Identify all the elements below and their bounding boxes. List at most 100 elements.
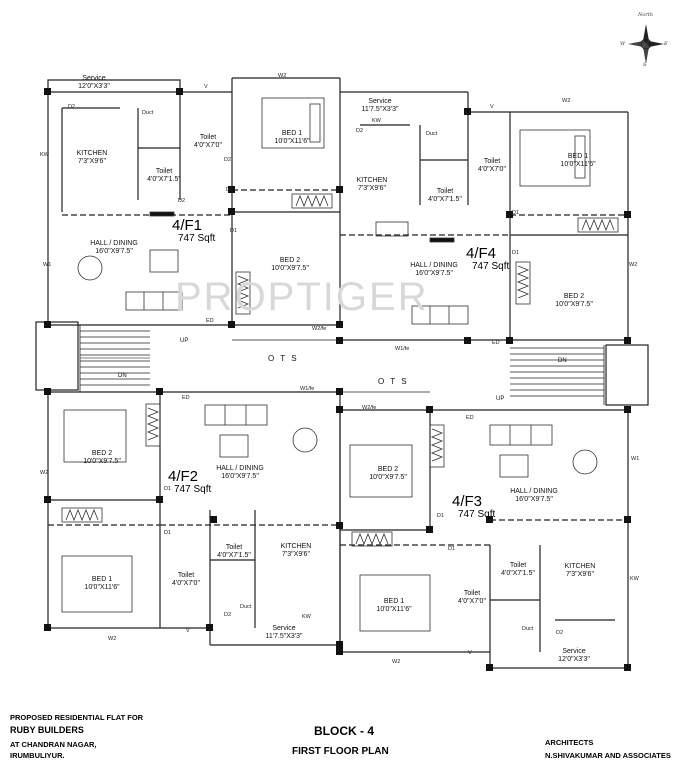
window-tag: KW xyxy=(372,118,381,124)
footer-address-1: AT CHANDRAN NAGAR, xyxy=(10,740,97,749)
duct-tag: Duct xyxy=(426,131,438,137)
duct-tag: Duct xyxy=(522,626,534,632)
door-tag: ED xyxy=(182,395,190,401)
stair-up-label: UP xyxy=(496,396,505,402)
flat-f4-label: 4/F4 747 Sqft xyxy=(466,246,509,272)
flat-area: 747 Sqft xyxy=(458,509,496,520)
flat-f1-label: 4/F1 747 Sqft xyxy=(172,218,215,244)
compass-east: E xyxy=(664,41,668,47)
flat-area: 747 Sqft xyxy=(174,484,212,495)
watermark: PROPTIGER xyxy=(175,275,429,319)
flat-area: 747 Sqft xyxy=(472,261,510,272)
flat-id: 4/F1 xyxy=(172,217,203,234)
footer-firm: N.SHIVAKUMAR AND ASSOCIATES xyxy=(545,751,671,760)
door-tag: ED xyxy=(206,318,214,324)
window-tag: W2/fe xyxy=(362,405,377,411)
window-tag: W2/fe xyxy=(312,326,327,332)
door-tag: D2 xyxy=(556,630,564,636)
duct-tag: Duct xyxy=(142,110,154,116)
footer-block-title: BLOCK - 4 xyxy=(314,724,374,738)
flat-id: 4/F4 xyxy=(466,245,497,262)
door-tag: D1 xyxy=(164,486,172,492)
footer-proposed: PROPOSED RESIDENTIAL FLAT FOR xyxy=(10,713,144,722)
stair-down-label: DN xyxy=(118,373,127,379)
vent-tag: V xyxy=(204,84,208,90)
compass-rose-icon xyxy=(628,24,664,64)
flat-f3-label: 4/F3 747 Sqft xyxy=(452,494,495,520)
flat-f2-label: 4/F2 747 Sqft xyxy=(168,469,211,495)
door-tag: ED xyxy=(466,415,474,421)
stair-up-label: UP xyxy=(180,338,189,344)
door-tag: ED xyxy=(492,340,500,346)
door-tag: D2 xyxy=(224,612,232,618)
footer-client: RUBY BUILDERS xyxy=(10,725,84,735)
window-tag: W1 xyxy=(43,262,52,268)
window-tag: W2 xyxy=(108,636,117,642)
window-tag: W1/fe xyxy=(300,386,315,392)
window-tag: W2 xyxy=(40,470,49,476)
ots-label: O T S xyxy=(378,377,409,386)
flat-id: 4/F3 xyxy=(452,493,483,510)
duct-tag: Duct xyxy=(240,604,252,610)
window-tag: W2 xyxy=(629,262,638,268)
door-tag: D2 xyxy=(68,104,76,110)
door-tag: D1 xyxy=(230,228,238,234)
stair-down-label: DN xyxy=(558,358,567,364)
compass-west: W xyxy=(620,41,626,47)
footer-address-2: IRUMBULIYUR. xyxy=(10,751,65,760)
compass-north: North xyxy=(638,12,654,18)
door-tag: D1 xyxy=(512,210,520,216)
window-tag: W2 xyxy=(392,659,401,665)
compass-south: S xyxy=(643,62,647,68)
flat-area: 747 Sqft xyxy=(178,233,216,244)
door-tag: D2 xyxy=(356,128,364,134)
ots-label: O T S xyxy=(268,354,299,363)
door-tag: D1 xyxy=(164,530,172,536)
door-tag: D1 xyxy=(448,546,456,552)
door-tag: D1 xyxy=(226,187,234,193)
footer-plan-title: FIRST FLOOR PLAN xyxy=(292,746,389,757)
vent-tag: V xyxy=(468,650,472,656)
window-tag: KW xyxy=(302,614,311,620)
flat-id: 4/F2 xyxy=(168,468,199,485)
vent-tag: V xyxy=(490,104,494,110)
door-tag: D1 xyxy=(512,250,520,256)
window-tag: KW xyxy=(40,152,49,158)
footer-architects: ARCHITECTS xyxy=(545,738,594,747)
door-tag: D1 xyxy=(437,513,445,519)
window-tag: W2 xyxy=(278,73,287,79)
door-tag: D2 xyxy=(178,198,186,204)
window-tag: KW xyxy=(630,576,639,582)
window-tag: W1/fe xyxy=(395,346,410,352)
window-tag: W1 xyxy=(631,456,640,462)
window-tag: W2 xyxy=(562,98,571,104)
